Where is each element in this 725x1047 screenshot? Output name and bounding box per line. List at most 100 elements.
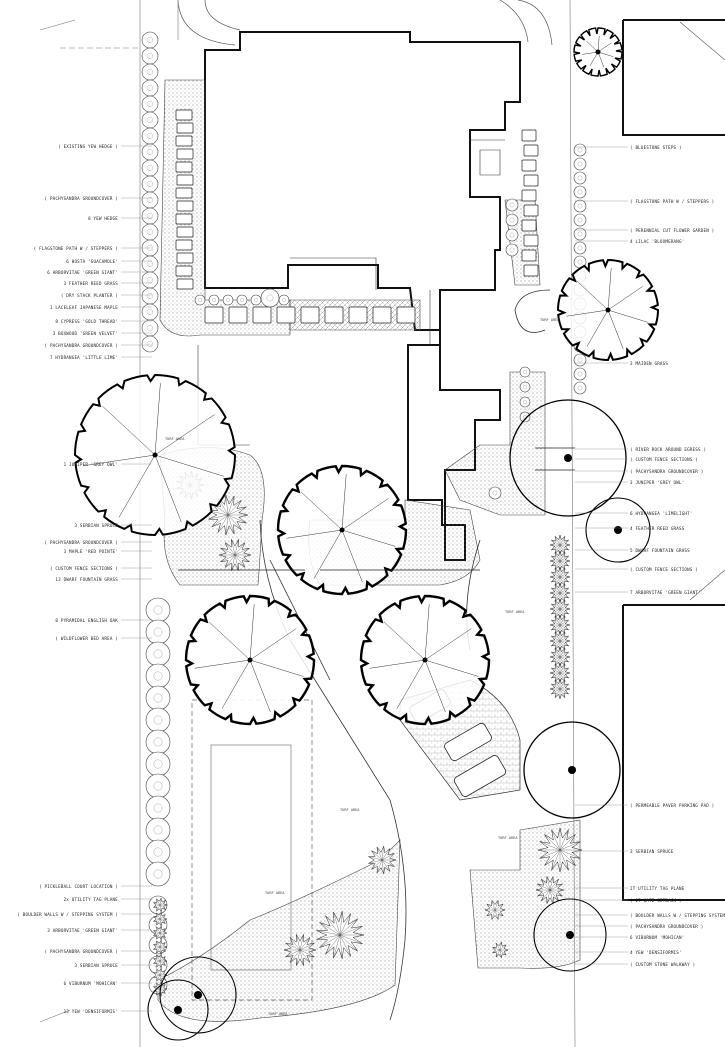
shrub-center xyxy=(153,627,163,637)
shrub xyxy=(141,159,159,177)
callout-left: ( PACHYSANDRA GROUNDCOVER ) xyxy=(44,342,118,348)
canopy-tree xyxy=(73,373,237,537)
flagstone xyxy=(228,306,248,324)
callout-right: ( BOULDER WALLS W / STEPPING SYSTEM ) xyxy=(630,912,725,918)
callout-right: ( BLUESTONE STEPS ) xyxy=(630,144,682,150)
spruce-plant xyxy=(484,899,506,921)
shrub xyxy=(141,319,159,337)
spruce-plant xyxy=(367,845,397,875)
shrub xyxy=(141,31,159,49)
flagstone xyxy=(176,148,194,160)
flagstone xyxy=(523,234,539,247)
shrub-center xyxy=(146,180,153,187)
shrub-center xyxy=(254,298,258,302)
flagstone xyxy=(521,129,537,142)
spruce-plant xyxy=(549,582,571,604)
callout-left: 3 BOXWOOD 'GREEN VELVET' xyxy=(52,330,118,336)
shrub-center xyxy=(146,116,153,123)
spruce-plant xyxy=(535,875,565,905)
callout-left: 8 PYRAMIDAL ENGLISH OAK xyxy=(55,617,118,623)
shrub xyxy=(519,411,531,423)
canopy-tree xyxy=(533,898,607,972)
callout-left: 7 HYDRANGEA 'LITTLE LIME' xyxy=(49,354,118,360)
callout-right: ( PACHYSANDRA GROUNDCOVER ) xyxy=(630,468,704,474)
flagstone-path xyxy=(175,109,539,324)
callout-right: 3 JUNIPER 'GREY OWL' xyxy=(630,479,685,485)
shrub xyxy=(141,143,159,161)
canopy-tree xyxy=(573,27,623,77)
callout-left: 3 ARBORVITAE 'GREEN GIANT' xyxy=(47,927,118,933)
shrub-center xyxy=(509,202,515,208)
flagstone xyxy=(176,278,194,290)
shrub-center xyxy=(198,298,202,302)
callout-left: ( PACHYSANDRA GROUNDCOVER ) xyxy=(44,948,118,954)
spruce-plant xyxy=(537,827,583,873)
flagstone xyxy=(523,144,539,157)
canopy-tree xyxy=(523,721,621,819)
shrub-center xyxy=(492,490,498,496)
shrub xyxy=(573,213,587,227)
spruce-plant xyxy=(549,566,571,588)
shrub xyxy=(141,255,159,273)
flagstone xyxy=(521,189,537,202)
callout-leaders xyxy=(121,145,628,1012)
flagstone xyxy=(175,213,193,225)
shrub-center xyxy=(153,781,163,791)
shrub xyxy=(573,241,587,255)
flagstone xyxy=(176,252,194,264)
shrub xyxy=(505,213,519,227)
shrub-center xyxy=(577,385,583,391)
flagstone xyxy=(348,306,368,324)
shrub xyxy=(145,619,171,645)
shrub xyxy=(519,396,531,408)
flagstone xyxy=(175,239,193,251)
shrub-center xyxy=(153,759,163,769)
shrub-center xyxy=(282,298,286,302)
shrub xyxy=(145,861,171,887)
callout-left: 2x UTILITY TAG PLANE xyxy=(63,896,118,902)
callout-left: 1 LACELEAF JAPANESE MAPLE xyxy=(49,304,118,310)
shrub xyxy=(141,95,159,113)
shrub xyxy=(573,185,587,199)
shrub xyxy=(145,839,171,865)
turf-area-tag: TURF AREA xyxy=(265,891,285,895)
shrub-center xyxy=(146,325,153,332)
shrub xyxy=(145,729,171,755)
callout-left: ( CUSTOM FENCE SECTIONS ) xyxy=(49,565,118,571)
flagstone xyxy=(176,122,194,134)
shrub-center xyxy=(577,245,583,251)
spruce-plant xyxy=(152,897,168,913)
callout-right: ( 2T GATE SETBACK ) xyxy=(630,897,682,903)
shrub-center xyxy=(146,84,153,91)
callout-right: 4 LILAC 'BLOOMERANG' xyxy=(630,238,685,244)
callout-left: ( FLAGSTONE PATH W / STEPPERS ) xyxy=(33,245,118,251)
turf-area-tag: TURF AREA xyxy=(268,1012,288,1016)
shrub xyxy=(573,367,587,381)
shrub-center xyxy=(577,147,583,153)
shrub xyxy=(141,271,159,289)
flagstone xyxy=(521,249,537,262)
shrub-center xyxy=(146,100,153,107)
shrub-center xyxy=(577,371,583,377)
callout-left: 6 ARBORVITAE 'GREEN GIANT' xyxy=(47,269,118,275)
shrub xyxy=(222,294,234,306)
canopy-trees xyxy=(73,27,660,1041)
callout-right: 5 DWARF FOUNTAIN GRASS xyxy=(630,547,690,553)
shrub xyxy=(145,641,171,667)
turf-area-tag: TURF AREA xyxy=(165,437,185,441)
callout-left: 6 HOSTA 'GUACAMOLE' xyxy=(66,258,118,264)
flagstone xyxy=(324,306,344,324)
shrub xyxy=(573,353,587,367)
shrub xyxy=(141,191,159,209)
shrub-center xyxy=(146,261,153,268)
spruce-plant xyxy=(152,925,168,941)
canopy-tree xyxy=(359,594,491,726)
flagstone xyxy=(372,306,392,324)
spruce-plant xyxy=(549,630,571,652)
callout-left: 8 YEW HEDGE xyxy=(88,215,118,221)
callout-right: ( CUSTOM STONE WALKWAY ) xyxy=(630,961,696,967)
spruce-plant xyxy=(316,911,365,959)
spruce-plant xyxy=(549,550,571,572)
shrub-center xyxy=(146,37,153,44)
